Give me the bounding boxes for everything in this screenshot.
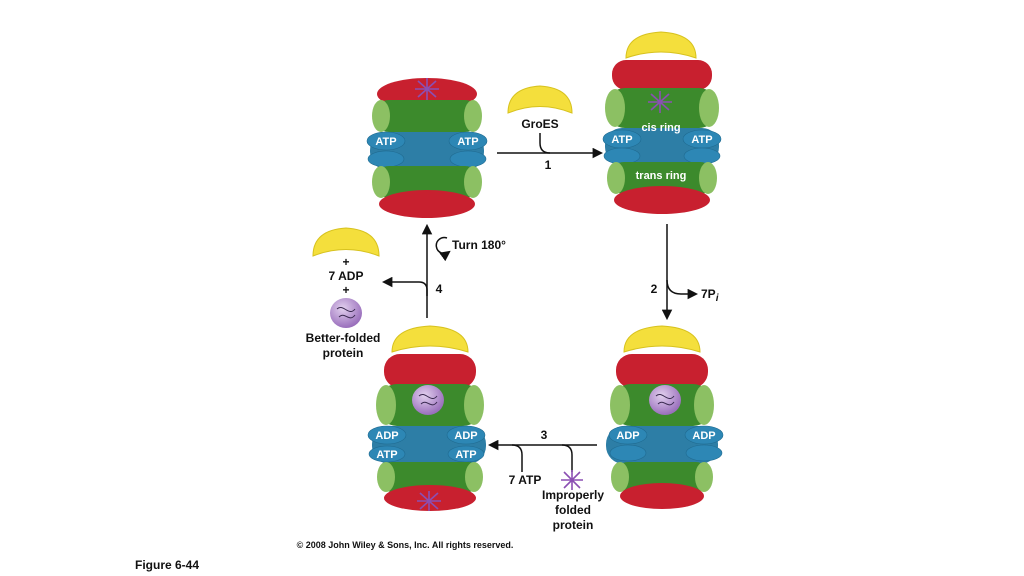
complex-bottom-right: ADP ADP — [606, 325, 724, 509]
better-folded-label-line2: protein — [323, 346, 364, 360]
atp-label: ATP — [691, 134, 712, 146]
step2-label: 2 — [651, 282, 658, 296]
complex-bottom-left: ADP ADP ATP ATP — [367, 325, 486, 511]
pi-release-arrow — [666, 279, 699, 300]
atp-label: ATP — [375, 136, 396, 148]
green-ring-lower — [378, 462, 482, 492]
cap-bottom — [384, 485, 476, 511]
protein-binding-curve — [561, 444, 573, 472]
seven-adp-label: 7 ADP — [329, 269, 364, 283]
figure-label: Figure 6-44 — [135, 558, 200, 572]
groes-label: GroES — [521, 117, 558, 131]
atp-binding-curve — [511, 444, 523, 472]
cis-ring-label: cis ring — [641, 122, 680, 134]
groes-cap — [623, 325, 701, 353]
plus-label: + — [342, 255, 349, 269]
step1-label: 1 — [545, 158, 552, 172]
atp-label: ATP — [457, 136, 478, 148]
improperly-label-line3: protein — [553, 518, 594, 532]
adp-label: ADP — [616, 430, 639, 442]
improperly-label-line2: folded — [555, 503, 591, 517]
seven-atp-label: 7 ATP — [509, 473, 542, 487]
adp-label: ADP — [454, 430, 477, 442]
better-folded-protein-icon — [330, 298, 362, 328]
improperly-label-line1: Improperly — [542, 488, 604, 502]
trans-ring-label: trans ring — [636, 170, 687, 182]
atp-label: ATP — [455, 449, 476, 461]
turn-label: Turn 180° — [452, 238, 506, 252]
adp-label: ADP — [375, 430, 398, 442]
released-groes-icon — [312, 227, 380, 257]
green-ring-lower — [374, 166, 480, 198]
folded-protein — [649, 385, 681, 415]
better-folded-label-line1: Better-folded — [306, 331, 381, 345]
unfolded-protein-star — [417, 491, 441, 511]
green-ring-lower — [614, 462, 710, 492]
green-ring-upper — [374, 100, 480, 132]
unfolded-protein-star — [415, 78, 439, 100]
cis-ring — [607, 88, 717, 128]
pi-label: 7Pi — [701, 287, 719, 304]
plus-label: + — [342, 283, 349, 297]
complex-top-left: ATP ATP — [366, 78, 488, 218]
rotate-icon — [435, 236, 451, 262]
atp-label: ATP — [376, 449, 397, 461]
step4-label: 4 — [436, 282, 443, 296]
atp-label: ATP — [611, 134, 632, 146]
free-groes-icon — [507, 85, 573, 114]
cap-bottom — [614, 186, 710, 214]
groes-cap — [391, 325, 469, 353]
copyright-text: © 2008 John Wiley & Sons, Inc. All right… — [297, 540, 514, 550]
step3-label: 3 — [541, 428, 548, 442]
folded-protein — [412, 385, 444, 415]
red-ring-top — [612, 60, 712, 90]
complex-top-right: ATP ATP cis ring trans ring — [602, 31, 722, 214]
red-ring-top — [384, 354, 476, 388]
improperly-folded-protein-icon — [561, 470, 583, 490]
red-ring-top — [616, 354, 708, 388]
cap-bottom — [620, 483, 704, 509]
groes-binding-curve — [539, 133, 551, 154]
release-arrow — [381, 276, 428, 296]
unfolded-protein-star — [648, 91, 672, 113]
cap-bottom — [379, 190, 475, 218]
trans-ring — [609, 162, 715, 194]
adp-label: ADP — [692, 430, 715, 442]
